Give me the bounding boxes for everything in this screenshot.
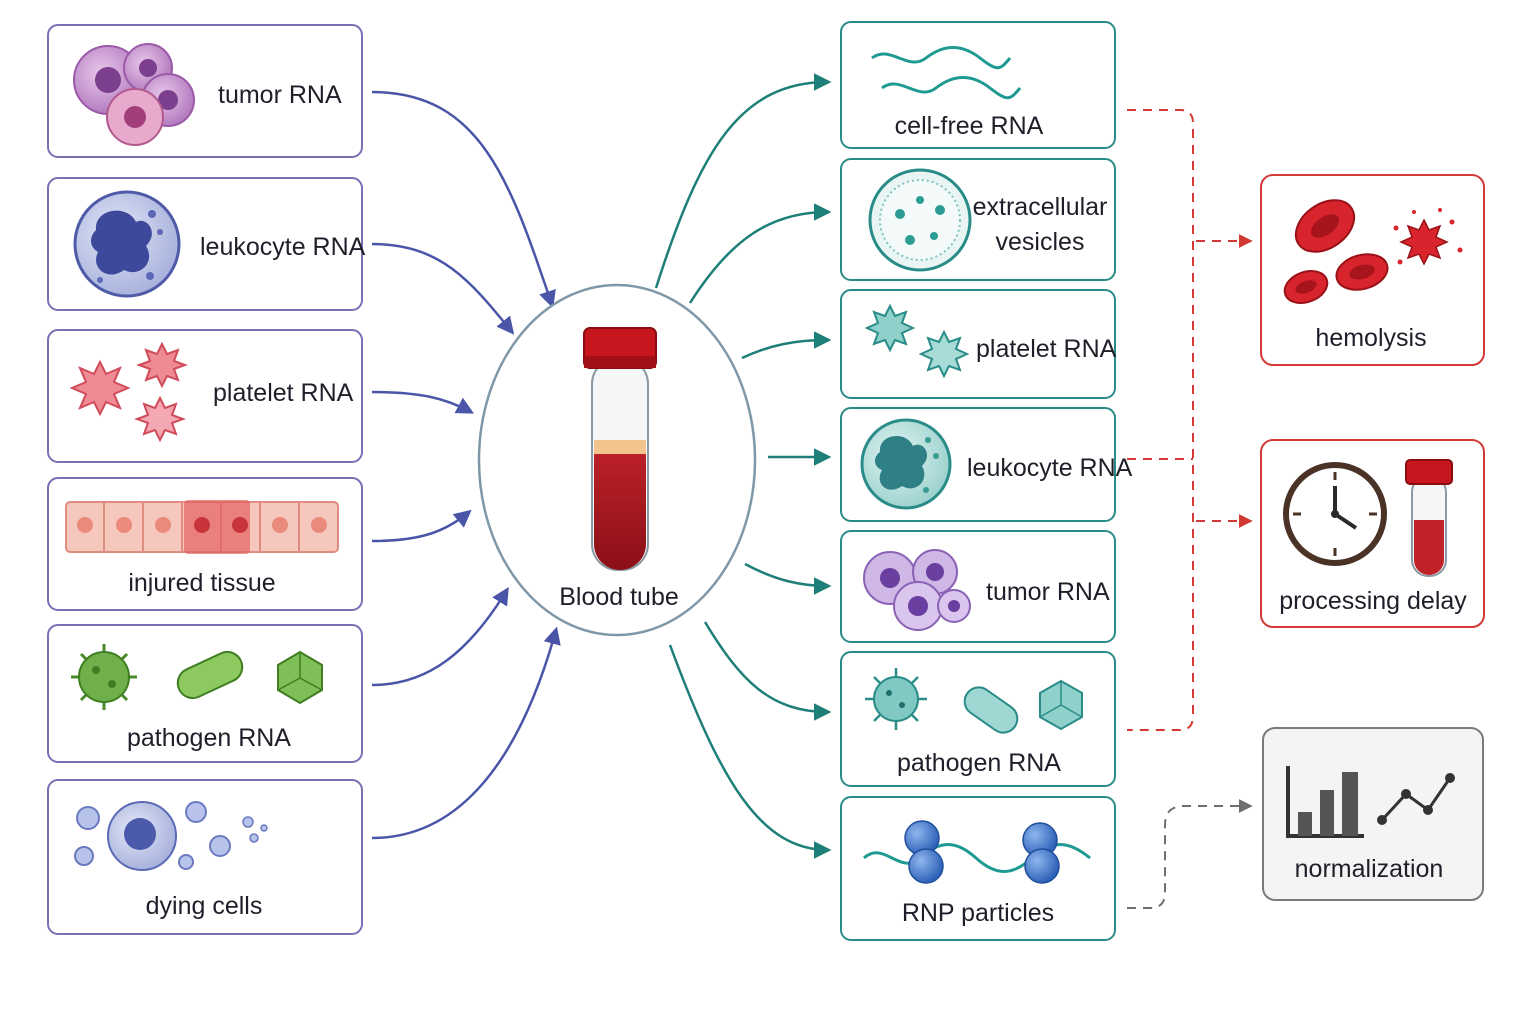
blood-tube-node: Blood tube (477, 283, 757, 637)
platelet-teal-icon (864, 303, 970, 379)
arrow-tumor (371, 90, 556, 309)
factor-box-normalization: normalization (1262, 727, 1484, 901)
source-box-tissue: injured tissue (47, 477, 363, 611)
source-label-leukocyte: leukocyte RNA (200, 233, 366, 261)
arrow-ev (688, 203, 832, 304)
pathogen-teal-icon (865, 668, 1083, 734)
small-blood-tube-icon (1405, 459, 1453, 577)
arrow-platelet (371, 390, 475, 414)
arrow-pathogen (371, 587, 509, 687)
arrow-cfrna (654, 73, 832, 289)
source-label-dying: dying cells (146, 892, 263, 920)
arrow-tumor-out (744, 562, 832, 595)
rna-strands-icon (871, 46, 1022, 100)
fraction-box-ev: extracellular vesicles (840, 158, 1116, 281)
rnp-particles-icon (862, 820, 1091, 884)
source-label-pathogen: pathogen RNA (127, 724, 291, 752)
pathogen-icon (71, 644, 323, 710)
factor-label-hemolysis: hemolysis (1315, 324, 1426, 352)
fraction-box-pathogen: pathogen RNA (840, 651, 1116, 787)
injured-tissue-icon (65, 500, 339, 554)
dash-cfrna (1127, 109, 1194, 731)
factor-box-hemolysis: hemolysis (1260, 174, 1485, 366)
blood-tube-icon (583, 327, 657, 571)
fraction-box-tumor: tumor RNA (840, 530, 1116, 643)
factor-label-delay: processing delay (1279, 587, 1467, 615)
fraction-label-platelet: platelet RNA (976, 335, 1117, 363)
fraction-label-leukocyte: leukocyte RNA (967, 454, 1133, 482)
source-box-dying: dying cells (47, 779, 363, 935)
fraction-box-rnp: RNP particles (840, 796, 1116, 941)
leukocyte-icon (73, 190, 181, 298)
tumor-cells-icon (73, 43, 195, 146)
source-box-leukocyte: leukocyte RNA (47, 177, 366, 311)
fraction-box-leukocyte: leukocyte RNA (840, 407, 1133, 522)
arrow-platelet-out (741, 331, 832, 360)
source-label-tumor: tumor RNA (218, 81, 342, 109)
arrow-pathogen-out (703, 621, 832, 721)
source-box-pathogen: pathogen RNA (47, 624, 363, 763)
dash-to-normalization (1127, 799, 1253, 909)
fraction-label-tumor: tumor RNA (986, 578, 1110, 606)
factor-box-delay: processing delay (1260, 439, 1485, 628)
fraction-label-ev-line1: extracellular (973, 193, 1108, 221)
red-blood-cells-icon (1283, 199, 1463, 304)
line-chart-icon (1377, 773, 1455, 825)
arrow-leukocyte (371, 242, 515, 335)
arrow-dying (371, 626, 561, 840)
fraction-box-platelet: platelet RNA (840, 289, 1117, 399)
source-label-tissue: injured tissue (128, 569, 275, 597)
source-box-platelet: platelet RNA (47, 329, 363, 463)
source-box-tumor: tumor RNA (47, 24, 363, 158)
fraction-label-rnp: RNP particles (902, 899, 1054, 927)
clock-icon (1283, 462, 1387, 566)
arrow-tissue (371, 509, 472, 543)
fraction-box-cfrna: cell-free RNA (840, 21, 1116, 149)
fraction-arrows (654, 73, 832, 859)
fraction-label-ev-line2: vesicles (996, 228, 1085, 256)
vesicle-icon (868, 168, 972, 272)
center-label: Blood tube (559, 583, 679, 611)
arrow-rnp (668, 644, 832, 859)
bar-chart-icon (1286, 766, 1364, 838)
platelet-icon (69, 341, 188, 443)
fraction-label-cfrna: cell-free RNA (895, 112, 1044, 140)
fraction-label-pathogen: pathogen RNA (897, 749, 1061, 777)
tumor-cells-purple-icon (863, 549, 971, 631)
source-arrows (371, 90, 561, 840)
leukocyte-teal-icon (860, 418, 952, 510)
factor-label-normalization: normalization (1295, 855, 1444, 883)
red-dashed-connectors (1127, 109, 1253, 731)
dying-cells-icon (74, 801, 268, 871)
source-label-platelet: platelet RNA (213, 379, 354, 407)
